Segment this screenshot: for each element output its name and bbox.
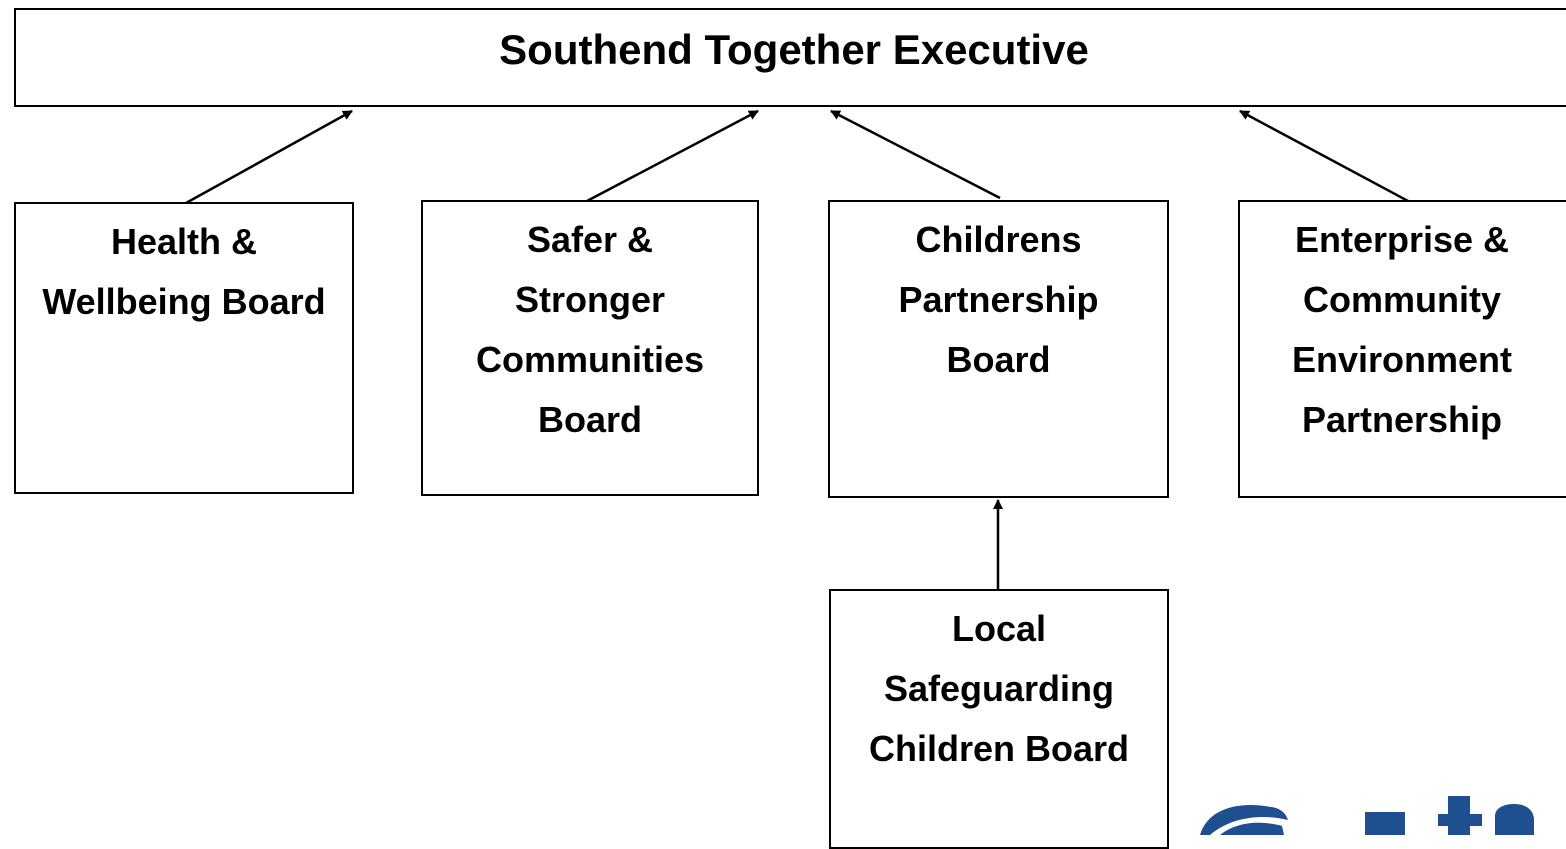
board-label-line: Children Board [868,728,1129,769]
board-label-line: Wellbeing Board [42,281,326,322]
board-label-line: Board [537,399,642,440]
board-label-line: Environment [1291,339,1513,380]
health-wellbeing-board-box: Health & Wellbeing Board [14,202,354,494]
board-label-line: Local [951,608,1047,649]
board-label-line: Childrens [915,219,1082,260]
board-label-line: Health & [110,221,258,262]
arrow-health-to-executive [185,109,353,205]
local-safeguarding-children-board-box: Local Safeguarding Children Board [829,589,1169,849]
logo-graphic [1200,796,1534,835]
board-label-line: Stronger [514,279,665,320]
board-label-line: Board [946,339,1051,380]
board-label-line: Safeguarding [883,668,1115,709]
childrens-partnership-board-box: Childrens Partnership Board [828,200,1169,498]
health-wellbeing-board-label: Health & Wellbeing Board [16,212,352,332]
local-safeguarding-children-board-label: Local Safeguarding Children Board [831,599,1167,779]
safer-stronger-communities-board-box: Safer & Stronger Communities Board [421,200,759,496]
safer-stronger-communities-board-label: Safer & Stronger Communities Board [423,210,757,450]
southend-logo-icon [1180,790,1566,835]
board-label-line: Enterprise & [1294,219,1510,260]
arrow-enterprise-to-executive [1239,109,1409,203]
executive-title: Southend Together Executive [499,26,1089,73]
board-label-line: Safer & [526,219,654,260]
board-label-line: Partnership [898,279,1099,320]
childrens-partnership-board-label: Childrens Partnership Board [830,210,1167,390]
board-label-line: Communities [475,339,705,380]
enterprise-community-environment-partnership-label: Enterprise & Community Environment Partn… [1240,210,1564,450]
enterprise-community-environment-partnership-box: Enterprise & Community Environment Partn… [1238,200,1566,498]
arrow-childrens-to-executive [830,109,1001,200]
board-label-line: Community [1303,279,1501,320]
arrow-safer-to-executive [586,109,759,203]
executive-box: Southend Together Executive [14,8,1566,107]
board-label-line: Partnership [1301,399,1503,440]
